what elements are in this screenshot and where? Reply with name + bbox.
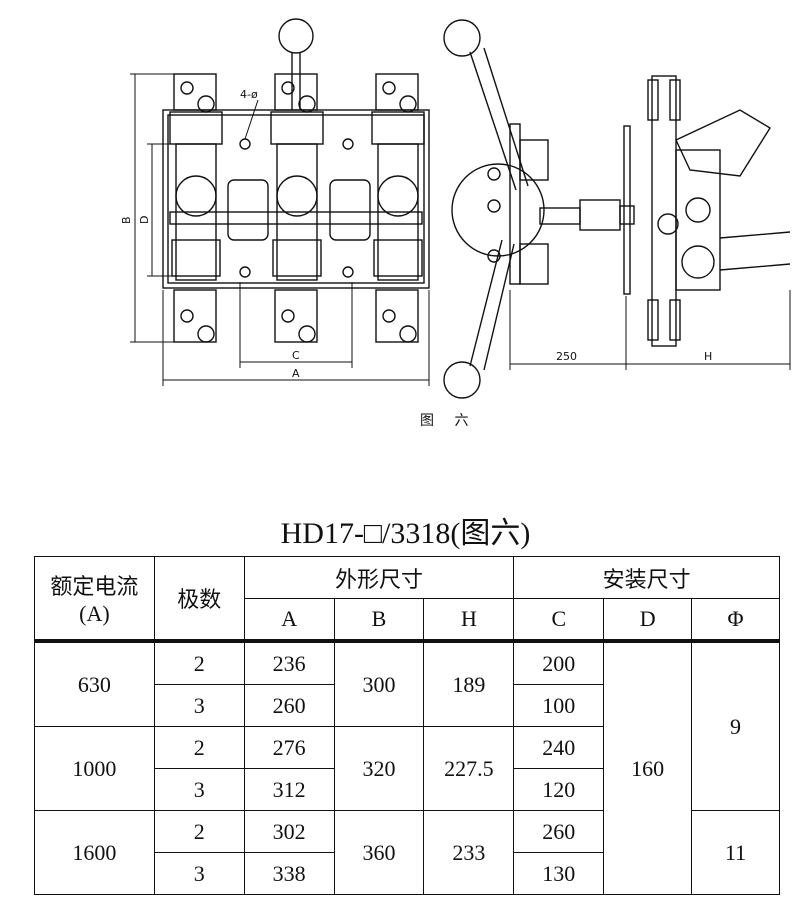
label-dim-d: D <box>138 216 151 224</box>
cell-poles: 2 <box>153 726 245 769</box>
cell-a: 236 <box>243 642 335 685</box>
cell-c: 240 <box>513 726 605 769</box>
table-row: 3 260 100 <box>35 684 780 727</box>
header-row-1: 额定电流(A) 极数 外形尺寸 安装尺寸 <box>34 556 780 641</box>
header-h: H <box>423 598 515 641</box>
cell-a: 276 <box>243 726 335 769</box>
technical-drawing: 4-ø A C B D 250 H <box>120 18 791 399</box>
label-dim-250: 250 <box>556 350 577 363</box>
header-a: A <box>243 598 335 641</box>
header-rated-current: 额定电流(A) <box>34 556 155 641</box>
cell-current: 1600 <box>34 810 155 895</box>
cell-poles: 3 <box>153 768 245 811</box>
cell-b: 300 <box>333 642 425 727</box>
figure-caption: 图 六 <box>420 413 477 429</box>
header-poles: 极数 <box>153 556 245 641</box>
side-view <box>443 19 791 399</box>
cell-a: 312 <box>243 768 335 811</box>
label-dim-c: C <box>292 349 300 362</box>
table-row: 3 338 130 <box>35 852 780 895</box>
cell-current: 630 <box>34 642 155 727</box>
cell-phi: 11 <box>691 810 780 895</box>
spec-table: 额定电流(A) 极数 外形尺寸 安装尺寸 A B H C D Φ 630 2 2… <box>34 556 780 895</box>
cell-poles: 2 <box>153 810 245 853</box>
cell-h: 233 <box>423 810 515 895</box>
header-d: D <box>603 598 693 641</box>
cell-h: 189 <box>423 642 515 727</box>
label-hole: 4-ø <box>240 88 258 101</box>
cell-b: 360 <box>333 810 425 895</box>
cell-poles: 2 <box>153 642 245 685</box>
cell-a: 338 <box>243 852 335 895</box>
header-c: C <box>513 598 605 641</box>
label-dim-a: A <box>292 367 300 380</box>
table-row: 3 312 120 <box>35 768 780 811</box>
cell-c: 120 <box>513 768 605 811</box>
cell-c: 100 <box>513 684 605 727</box>
cell-a: 260 <box>243 684 335 727</box>
cell-current: 1000 <box>34 726 155 811</box>
header-outline: 外形尺寸 <box>243 556 515 599</box>
cell-d: 160 <box>603 642 693 895</box>
cell-c: 200 <box>513 642 605 685</box>
label-dim-b: B <box>120 216 133 224</box>
header-phi: Φ <box>691 598 780 641</box>
cell-poles: 3 <box>153 684 245 727</box>
header-b: B <box>333 598 425 641</box>
table-title: HD17-□/3318(图六) <box>280 517 531 550</box>
label-dim-h: H <box>704 350 712 363</box>
cell-b: 320 <box>333 726 425 811</box>
cell-c: 130 <box>513 852 605 895</box>
cell-poles: 3 <box>153 852 245 895</box>
table-row: 630 2 236 300 189 200 160 9 <box>34 642 780 895</box>
cell-a: 302 <box>243 810 335 853</box>
cell-h: 227.5 <box>423 726 515 811</box>
front-view <box>130 18 430 386</box>
cell-phi: 9 <box>691 642 780 811</box>
header-mounting: 安装尺寸 <box>513 556 780 599</box>
cell-c: 260 <box>513 810 605 853</box>
header-row-2: A B H C D Φ <box>35 598 780 641</box>
table-row: 1600 2 302 360 233 260 11 <box>34 810 780 895</box>
